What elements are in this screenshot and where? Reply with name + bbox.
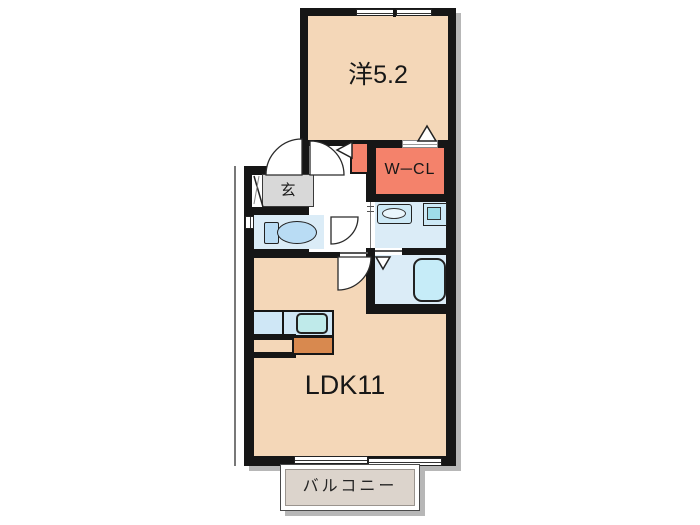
wall-hall-vertical-lower xyxy=(366,248,375,310)
toilet-window-icon xyxy=(245,216,254,229)
door-swing-arc-icon xyxy=(337,256,372,291)
washing-machine-icon xyxy=(423,203,447,226)
door-direction-triangle-icon xyxy=(374,256,392,271)
balcony-label: バルコニー xyxy=(302,478,398,495)
door-swing-arc-icon xyxy=(309,140,345,176)
ldk-opening-line xyxy=(340,252,368,254)
genkan-label: 玄 xyxy=(280,182,296,199)
entrance-door-icon xyxy=(253,175,260,205)
door-swing-arc-icon xyxy=(330,216,359,245)
wall-genkan-stub xyxy=(300,138,309,177)
sliding-window-icon xyxy=(396,9,432,16)
ldk-label: LDK11 xyxy=(304,370,386,400)
entrance-door-icon xyxy=(253,175,264,208)
wall-toilet-bottom xyxy=(246,248,340,258)
wall-genkan-toilet xyxy=(246,206,332,215)
wall-wash-bath-divider xyxy=(402,246,448,255)
balcony: バルコニー xyxy=(280,464,420,511)
bath-opening-line xyxy=(375,250,402,252)
room-ldk-right xyxy=(366,314,446,456)
washbasin-icon xyxy=(377,204,412,224)
neighbor-boundary-line xyxy=(234,166,236,466)
kitchen-partition-slot xyxy=(254,340,292,352)
balcony-sliding-door-icon xyxy=(294,456,368,464)
wall-wcl-bottom xyxy=(370,194,448,202)
wall-left xyxy=(244,166,254,466)
window-center-tick xyxy=(393,8,396,17)
wall-bath-bottom xyxy=(366,304,448,314)
wall-top-left-stub xyxy=(244,166,268,175)
door-direction-triangle-icon xyxy=(335,140,353,160)
wall-hall-vertical-upper xyxy=(366,146,375,202)
door-direction-triangle-icon xyxy=(416,124,438,142)
room-western xyxy=(308,16,448,140)
bathtub-icon xyxy=(413,258,446,302)
washroom-door-opening xyxy=(366,202,375,248)
door-swing-arc-icon xyxy=(265,138,303,176)
toilet-icon xyxy=(264,221,320,245)
kitchen-sink-icon xyxy=(296,313,328,334)
wcl-label: W─CL xyxy=(384,161,436,178)
wall-right xyxy=(446,8,456,466)
kitchen-counter-orange xyxy=(292,336,334,355)
western-room-label: 洋5.2 xyxy=(348,61,408,89)
